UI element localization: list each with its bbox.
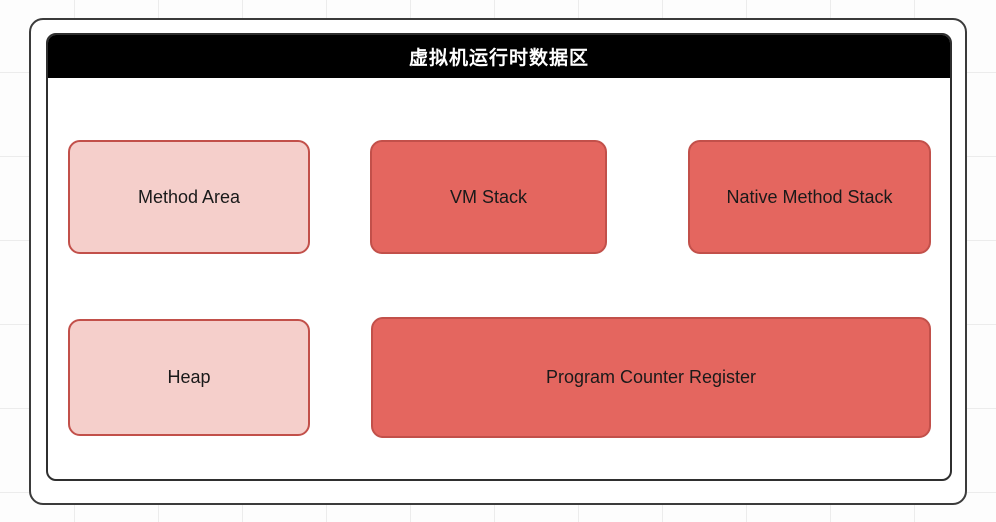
node-program-counter-register-label: Program Counter Register <box>545 367 757 387</box>
node-heap[interactable]: Heap <box>68 319 310 436</box>
node-vm-stack[interactable]: VM Stack <box>370 140 607 254</box>
node-native-method-stack-label: Native Method Stack <box>726 186 893 207</box>
node-method-area[interactable]: Method Area <box>68 140 310 254</box>
node-heap-label: Heap <box>167 367 211 387</box>
node-native-method-stack[interactable]: Native Method Stack <box>688 140 931 254</box>
node-method-area-label: Method Area <box>137 186 241 207</box>
runtime-data-area-title: 虚拟机运行时数据区 <box>48 35 950 78</box>
node-program-counter-register[interactable]: Program Counter Register <box>371 317 931 438</box>
node-vm-stack-label: VM Stack <box>449 186 528 207</box>
